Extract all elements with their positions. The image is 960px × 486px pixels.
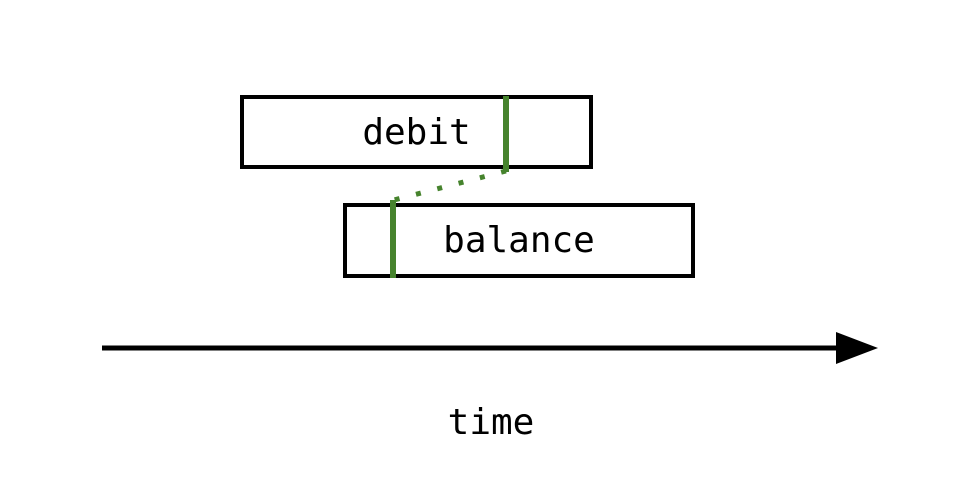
time-axis-label: time: [447, 402, 535, 443]
time-axis-arrowhead-icon: [836, 332, 878, 364]
balance-interval-box: balance: [343, 203, 695, 278]
balance-event-marker: [390, 200, 396, 278]
debit-interval-box: debit: [240, 95, 593, 169]
marker-connector-dotted-line: [393, 168, 507, 203]
debit-interval-label: debit: [362, 111, 471, 153]
balance-interval-label: balance: [443, 220, 595, 261]
debit-event-marker: [503, 96, 509, 172]
